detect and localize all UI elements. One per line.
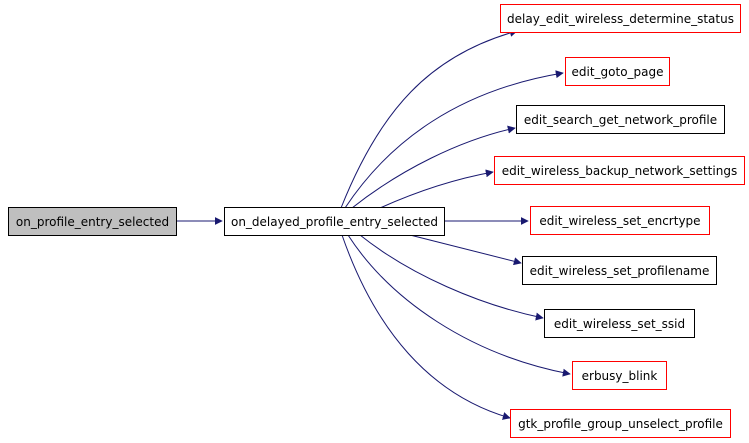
edge-to-gtk-profile-group (341, 234, 511, 420)
node-label: edit_wireless_backup_network_settings (501, 163, 738, 178)
edge-to-edit-wireless-set-profilename (409, 234, 522, 266)
node-erbusy-blink[interactable]: erbusy_blink (572, 361, 667, 390)
node-label: on_profile_entry_selected (15, 214, 170, 229)
node-label: edit_wireless_set_profilename (529, 263, 710, 278)
node-edit-wireless-set-encrtype[interactable]: edit_wireless_set_encrtype (530, 206, 710, 235)
node-label: edit_goto_page (571, 64, 664, 79)
node-label: delay_edit_wireless_determine_status (507, 11, 734, 26)
node-label: edit_wireless_set_encrtype (539, 213, 701, 228)
node-label: edit_wireless_set_ssid (553, 316, 686, 331)
edge-to-erbusy-blink (347, 234, 571, 377)
node-on-profile-entry-selected[interactable]: on_profile_entry_selected (8, 207, 177, 236)
edge-to-edit-wireless-backup (379, 169, 494, 209)
node-edit-wireless-set-ssid[interactable]: edit_wireless_set_ssid (544, 309, 695, 338)
node-edit-wireless-backup-network-settings[interactable]: edit_wireless_backup_network_settings (494, 156, 745, 185)
node-gtk-profile-group-unselect-profile[interactable]: gtk_profile_group_unselect_profile (510, 409, 731, 438)
edge-to-edit-goto-page (344, 70, 564, 209)
node-label: edit_search_get_network_profile (523, 112, 718, 127)
node-label: gtk_profile_group_unselect_profile (518, 416, 723, 431)
node-edit-search-get-network-profile[interactable]: edit_search_get_network_profile (516, 105, 725, 134)
node-delay-edit-wireless-determine-status[interactable]: delay_edit_wireless_determine_status (500, 4, 741, 33)
node-label: on_delayed_profile_entry_selected (230, 214, 439, 229)
edge-to-edit-search (351, 125, 516, 209)
node-label: erbusy_blink (581, 368, 658, 383)
node-edit-goto-page[interactable]: edit_goto_page (565, 57, 670, 86)
node-edit-wireless-set-profilename[interactable]: edit_wireless_set_profilename (522, 256, 717, 285)
edge-to-edit-wireless-set-ssid (359, 234, 544, 321)
node-on-delayed-profile-entry-selected[interactable]: on_delayed_profile_entry_selected (224, 207, 445, 236)
edge-to-delay-edit-wireless (340, 29, 518, 209)
